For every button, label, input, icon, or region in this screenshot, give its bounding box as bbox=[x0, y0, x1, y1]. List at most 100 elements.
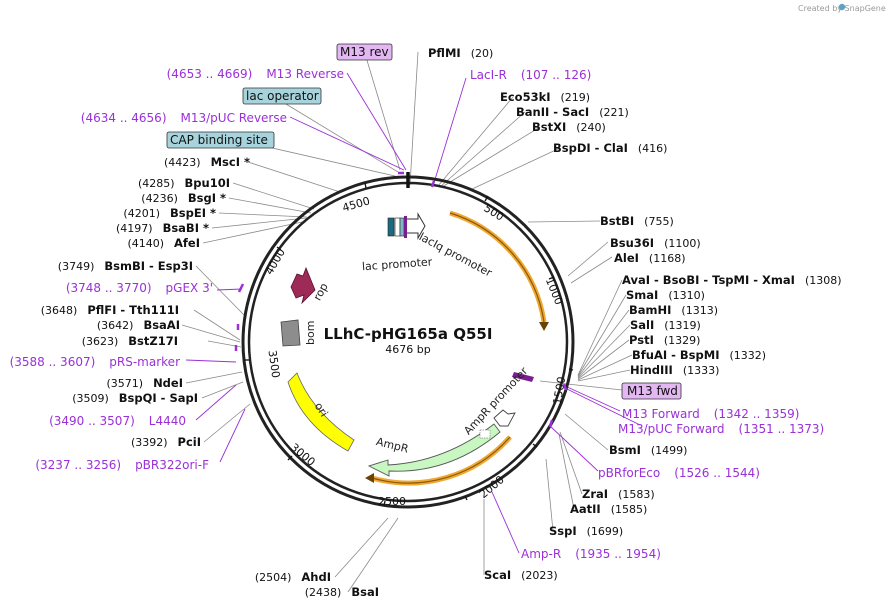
primer-range: (4653 .. 4669) bbox=[167, 67, 253, 81]
svg-text:(4285)Bpu10I: (4285)Bpu10I bbox=[138, 176, 230, 190]
primer-range: (1351 .. 1373) bbox=[739, 422, 825, 436]
primer-range: (3237 .. 3256) bbox=[35, 458, 121, 472]
boxed-m13-fwd: M13 fwd bbox=[621, 382, 682, 400]
svg-text:Amp-R(1935 .. 1954): Amp-R(1935 .. 1954) bbox=[521, 547, 661, 561]
svg-text:(4201)BspEI *: (4201)BspEI * bbox=[123, 206, 216, 220]
orf-arc-laci-line bbox=[449, 212, 545, 323]
svg-text:(4653 .. 4669)M13 Reverse: (4653 .. 4669) M13 Reverse bbox=[167, 67, 344, 81]
svg-text:PflMI(20): PflMI(20) bbox=[428, 46, 493, 60]
primer-name: L4440 bbox=[149, 414, 186, 428]
svg-text:BstBI(755): BstBI(755) bbox=[600, 214, 674, 228]
sites-right: PflMI(20) Eco53kI(219) BanII - SacI(221)… bbox=[428, 46, 842, 582]
site-pos: (3648) bbox=[41, 304, 78, 317]
site-pos: (1332) bbox=[729, 349, 766, 362]
site-pos: (221) bbox=[599, 106, 629, 119]
boxed-lac-operator: lac operator bbox=[242, 87, 322, 105]
label-bom: bom bbox=[304, 321, 317, 345]
snapgene-logo-icon bbox=[838, 3, 846, 11]
site-pos: (1100) bbox=[664, 237, 701, 250]
site-name: AleI bbox=[614, 251, 639, 265]
site-pos: (3571) bbox=[106, 377, 143, 390]
svg-text:(3588 .. 3607)pRS-marker: (3588 .. 3607)pRS-marker bbox=[10, 355, 180, 369]
svg-text:BamHI(1313): BamHI(1313) bbox=[629, 303, 718, 317]
site-name: BstXI bbox=[532, 120, 566, 134]
site-name: PflMI bbox=[428, 46, 461, 60]
laciq-promoter-arrow bbox=[405, 212, 426, 240]
svg-text:HindIII(1333): HindIII(1333) bbox=[630, 363, 719, 377]
label-lac-promoter: lac promoter bbox=[362, 255, 434, 273]
ampr-promoter-small bbox=[479, 429, 491, 439]
primer-name: pGEX 3' bbox=[166, 281, 213, 295]
site-pos: (4140) bbox=[127, 237, 164, 250]
orf-arrowhead-laci bbox=[539, 322, 549, 331]
svg-text:LacI-R(107 .. 126): LacI-R(107 .. 126) bbox=[470, 68, 591, 82]
site-pos: (1313) bbox=[681, 304, 718, 317]
site-pos: (416) bbox=[638, 142, 668, 155]
site-pos: (4423) bbox=[164, 156, 201, 169]
primer-name: pRS-marker bbox=[109, 355, 180, 369]
tick-marks bbox=[244, 182, 574, 507]
tick-label-1500: 1500 bbox=[551, 376, 569, 406]
site-pos: (1329) bbox=[664, 334, 701, 347]
primer-lines bbox=[185, 72, 641, 554]
cap-binding-site-block bbox=[387, 217, 395, 237]
site-name: BsaAI bbox=[143, 318, 180, 332]
svg-text:(3748 .. 3770)pGEX 3': (3748 .. 3770) pGEX 3' bbox=[66, 281, 213, 295]
primer-name: M13 Reverse bbox=[266, 67, 344, 81]
svg-text:(3490 .. 3507)L4440: (3490 .. 3507)L4440 bbox=[49, 414, 186, 428]
site-pos: (2023) bbox=[521, 569, 558, 582]
primer-name: LacI-R bbox=[470, 68, 507, 82]
site-pos: (1699) bbox=[587, 525, 624, 538]
orf-arrowhead-ampr bbox=[365, 473, 374, 483]
primer-name: Amp-R bbox=[521, 547, 561, 561]
site-pos: (2504) bbox=[255, 571, 292, 584]
site-name: BfuAI - BspMI bbox=[632, 348, 719, 362]
site-name: BanII - SacI bbox=[516, 105, 589, 119]
svg-text:(4423)MscI *: (4423) MscI * bbox=[164, 155, 250, 169]
site-pos: (4201) bbox=[123, 207, 160, 220]
box-label-cap-site: CAP binding site bbox=[170, 133, 268, 147]
svg-text:AleI(1168): AleI(1168) bbox=[614, 251, 686, 265]
svg-text:(2438)BsaI: (2438)BsaI bbox=[305, 585, 379, 599]
primer-name: pBRforEco bbox=[598, 466, 660, 480]
site-pos: (1333) bbox=[683, 364, 720, 377]
primer-range: (4634 .. 4656) bbox=[81, 111, 167, 125]
tick-label-4000: 4000 bbox=[263, 246, 288, 277]
svg-text:BanII - SacI(221): BanII - SacI (221) bbox=[516, 105, 629, 119]
site-name: AfeI bbox=[174, 236, 200, 250]
site-name: BsaI bbox=[351, 585, 379, 599]
site-name: SalI bbox=[630, 318, 654, 332]
box-label-lac-operator: lac operator bbox=[246, 89, 319, 103]
svg-text:(3392)PciI: (3392)PciI bbox=[131, 435, 201, 449]
site-pos: (1499) bbox=[651, 444, 688, 457]
primer-name: M13/pUC Reverse bbox=[181, 111, 288, 125]
site-name: Bsu36I bbox=[610, 236, 654, 250]
site-name: BsaBI * bbox=[163, 221, 209, 235]
svg-text:(4197)BsaBI *: (4197)BsaBI * bbox=[116, 221, 209, 235]
m13-fwd-block bbox=[512, 372, 534, 382]
primers-right: LacI-R(107 .. 126) M13 Forward(1342 .. 1… bbox=[470, 68, 824, 561]
svg-text:(4634 .. 4656)M13/pUC Reverse: (4634 .. 4656) M13/pUC Reverse bbox=[81, 111, 287, 125]
site-pos: (3509) bbox=[72, 392, 109, 405]
svg-text:ZraI(1583): ZraI(1583) bbox=[582, 487, 655, 501]
svg-text:(2504)AhdI: (2504)AhdI bbox=[255, 570, 331, 584]
primer-range: (3748 .. 3770) bbox=[66, 281, 152, 295]
site-name: BsgI * bbox=[188, 191, 226, 205]
box-label-m13-rev: M13 rev bbox=[340, 45, 389, 59]
site-name: MscI * bbox=[211, 155, 250, 169]
sites-left: (2438)BsaI (2504)AhdI (3392)PciI (3509)B… bbox=[41, 155, 379, 599]
site-name: ScaI bbox=[484, 568, 511, 582]
svg-text:(3509)BspQI - SapI: (3509)BspQI - SapI bbox=[72, 391, 198, 405]
site-pos: (3642) bbox=[97, 319, 134, 332]
site-pos: (3392) bbox=[131, 436, 168, 449]
svg-text:SalI(1319): SalI(1319) bbox=[630, 318, 701, 332]
site-name: AvaI - BsoBI - TspMI - XmaI bbox=[622, 273, 795, 287]
site-name: Eco53kI bbox=[500, 90, 551, 104]
site-name: Bpu10I bbox=[185, 176, 230, 190]
site-name: BsmI bbox=[609, 443, 641, 457]
label-ampr: AmpR bbox=[375, 435, 410, 456]
boxed-cap-site: CAP binding site bbox=[166, 131, 275, 149]
svg-text:(4236)BsgI *: (4236)BsgI * bbox=[141, 191, 226, 205]
site-pos: (1583) bbox=[618, 488, 655, 501]
